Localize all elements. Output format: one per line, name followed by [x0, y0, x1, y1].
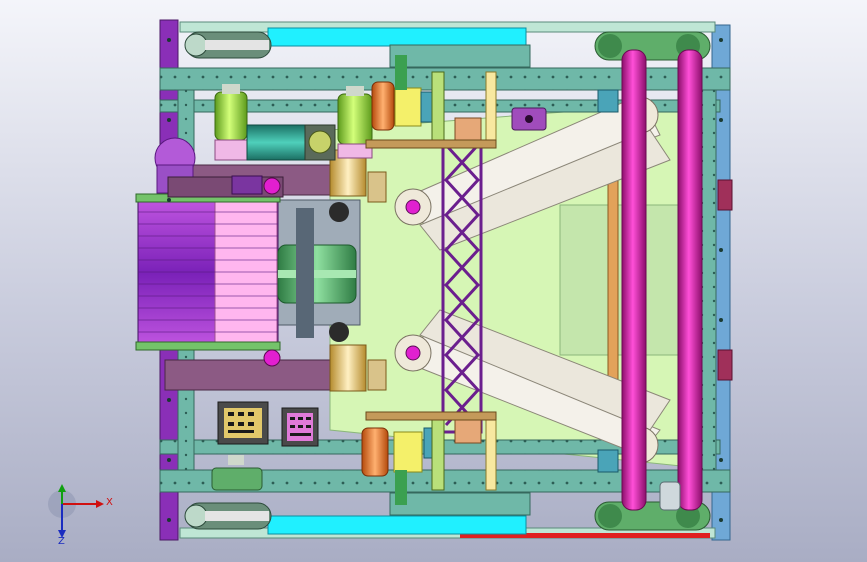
pulley-left-bottom[interactable]: [184, 502, 272, 530]
pink-tube-left[interactable]: [621, 49, 647, 511]
pink-tube-right[interactable]: [677, 49, 703, 511]
x-axis-label: X: [106, 497, 113, 508]
controller-board-left[interactable]: [217, 401, 269, 445]
servo-purple[interactable]: [511, 107, 547, 131]
gearbox-cylinder[interactable]: [167, 124, 336, 367]
motor-green-left[interactable]: [214, 84, 248, 161]
belt-cyan-bottom[interactable]: [267, 515, 527, 535]
motor-green-mid[interactable]: [337, 86, 373, 159]
controller-board-right[interactable]: [281, 407, 319, 447]
z-axis-label: Z: [58, 536, 65, 547]
belt-cyan-top[interactable]: [267, 27, 527, 47]
bracket-cluster-bottom[interactable]: [365, 139, 531, 516]
frame-bolts: [167, 38, 723, 522]
small-roller[interactable]: [211, 455, 263, 491]
pulley-right-bottom[interactable]: [594, 501, 711, 531]
right-bottom-cylinder[interactable]: [597, 89, 681, 511]
motor-orange-bottom[interactable]: [361, 427, 443, 477]
pulley-left-top[interactable]: [184, 31, 272, 59]
gold-cylinder-bottom[interactable]: [329, 344, 387, 392]
drive-wheel-stack[interactable]: [277, 202, 357, 342]
winch-spool[interactable]: [135, 193, 281, 351]
axis-triad: X Z: [40, 480, 120, 550]
